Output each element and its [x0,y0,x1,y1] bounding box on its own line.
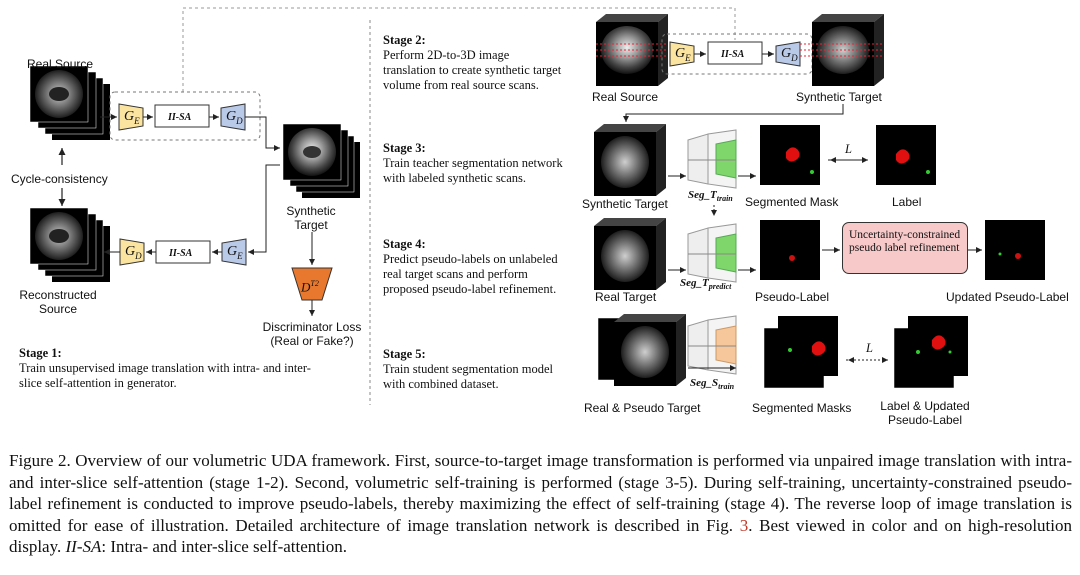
discriminator-label: DT2 [301,279,319,295]
real-source-label: Real Source [27,57,94,71]
encoder-top-label: GE [124,109,140,126]
stage4-pseudo-label [760,220,820,280]
dashed-connector [182,7,736,92]
stage4-updated-label-label: Updated Pseudo-Label [946,290,1069,304]
stage2-decoder-label: GD [781,46,798,63]
stage4-real-target-cube [594,218,666,290]
stage2-iisa [707,41,763,65]
stage5-loss-label: L [866,341,873,355]
stage3-loss-label: L [845,142,852,156]
stage3-synthetic-cube [594,124,666,196]
stage2-real-source-cube [596,14,668,86]
decoder-bottom-label: GD [125,244,142,261]
decoder-bottom [119,238,145,266]
stage2-synthetic-target-cube [800,14,884,86]
stage5-seg-net [687,315,737,375]
stage1-text: Stage 1: Train unsupervised image transl… [19,346,311,390]
stage2-text: Stage 2: Perform 2D-to-3D image translat… [383,33,562,92]
figure-ref-link[interactable]: 3 [739,515,749,535]
stage5-cube-front [614,314,686,386]
stage3-net-label: Seg_Ttrain [688,189,733,204]
synthetic-target-stack-left [282,123,360,198]
stage2-synthetic-target-label: Synthetic Target [796,90,882,104]
stage5-mask-front [778,316,838,376]
iisa-top-label: II-SA [168,112,192,123]
stage4-seg-net [687,223,737,283]
figure-diagram [29,7,1045,405]
decoder-top-label: GD [226,109,243,126]
refinement-box: Uncertainty-constrained pseudo label ref… [842,222,968,274]
encoder-bottom-label: GE [227,244,243,261]
stage4-real-target-label: Real Target [595,290,657,304]
stage3-label-label: Label [892,195,922,209]
stage3-seg-net [687,129,737,189]
stage4-text: Stage 4: Predict pseudo-labels on unlabe… [383,237,558,296]
discriminator-loss-label: Discriminator Loss(Real or Fake?) [262,320,362,348]
real-source-stack [29,65,110,140]
stage3-synthetic-target-label: Synthetic Target [582,197,668,211]
stage4-net-label: Seg_Tpredict [680,277,732,292]
encoder-bottom [221,238,247,266]
stage2-encoder [669,41,695,67]
stage3-text: Stage 3: Train teacher segmentation netw… [383,141,563,185]
iisa-bottom-label: II-SA [169,248,193,259]
stage3-mask-label: Segmented Mask [745,195,839,209]
stage4-updated-label [985,220,1045,280]
stage5-net-label: Seg_Strain [690,377,735,392]
stage2-iisa-label: II-SA [721,49,745,60]
stage5-input-label: Real & Pseudo Target [584,401,701,415]
stage4-pseudo-label-label: Pseudo-Label [755,290,830,304]
stage2-encoder-label: GE [675,46,691,63]
figure-caption: Figure 2. Overview of our volumetric UDA… [9,451,1072,556]
encoder-top [118,103,144,131]
stage5-text: Stage 5: Train student segmentation mode… [383,347,554,391]
stage2-decoder [775,41,801,67]
discriminator [291,267,333,301]
decoder-top [220,103,246,131]
cycle-consistency-label: Cycle-consistency [11,172,108,186]
stage5-masks-label: Segmented Masks [752,401,852,415]
reconstructed-source-stack [29,207,110,282]
iisa-top [154,104,210,128]
stage2-real-source-label: Real Source [592,90,659,104]
